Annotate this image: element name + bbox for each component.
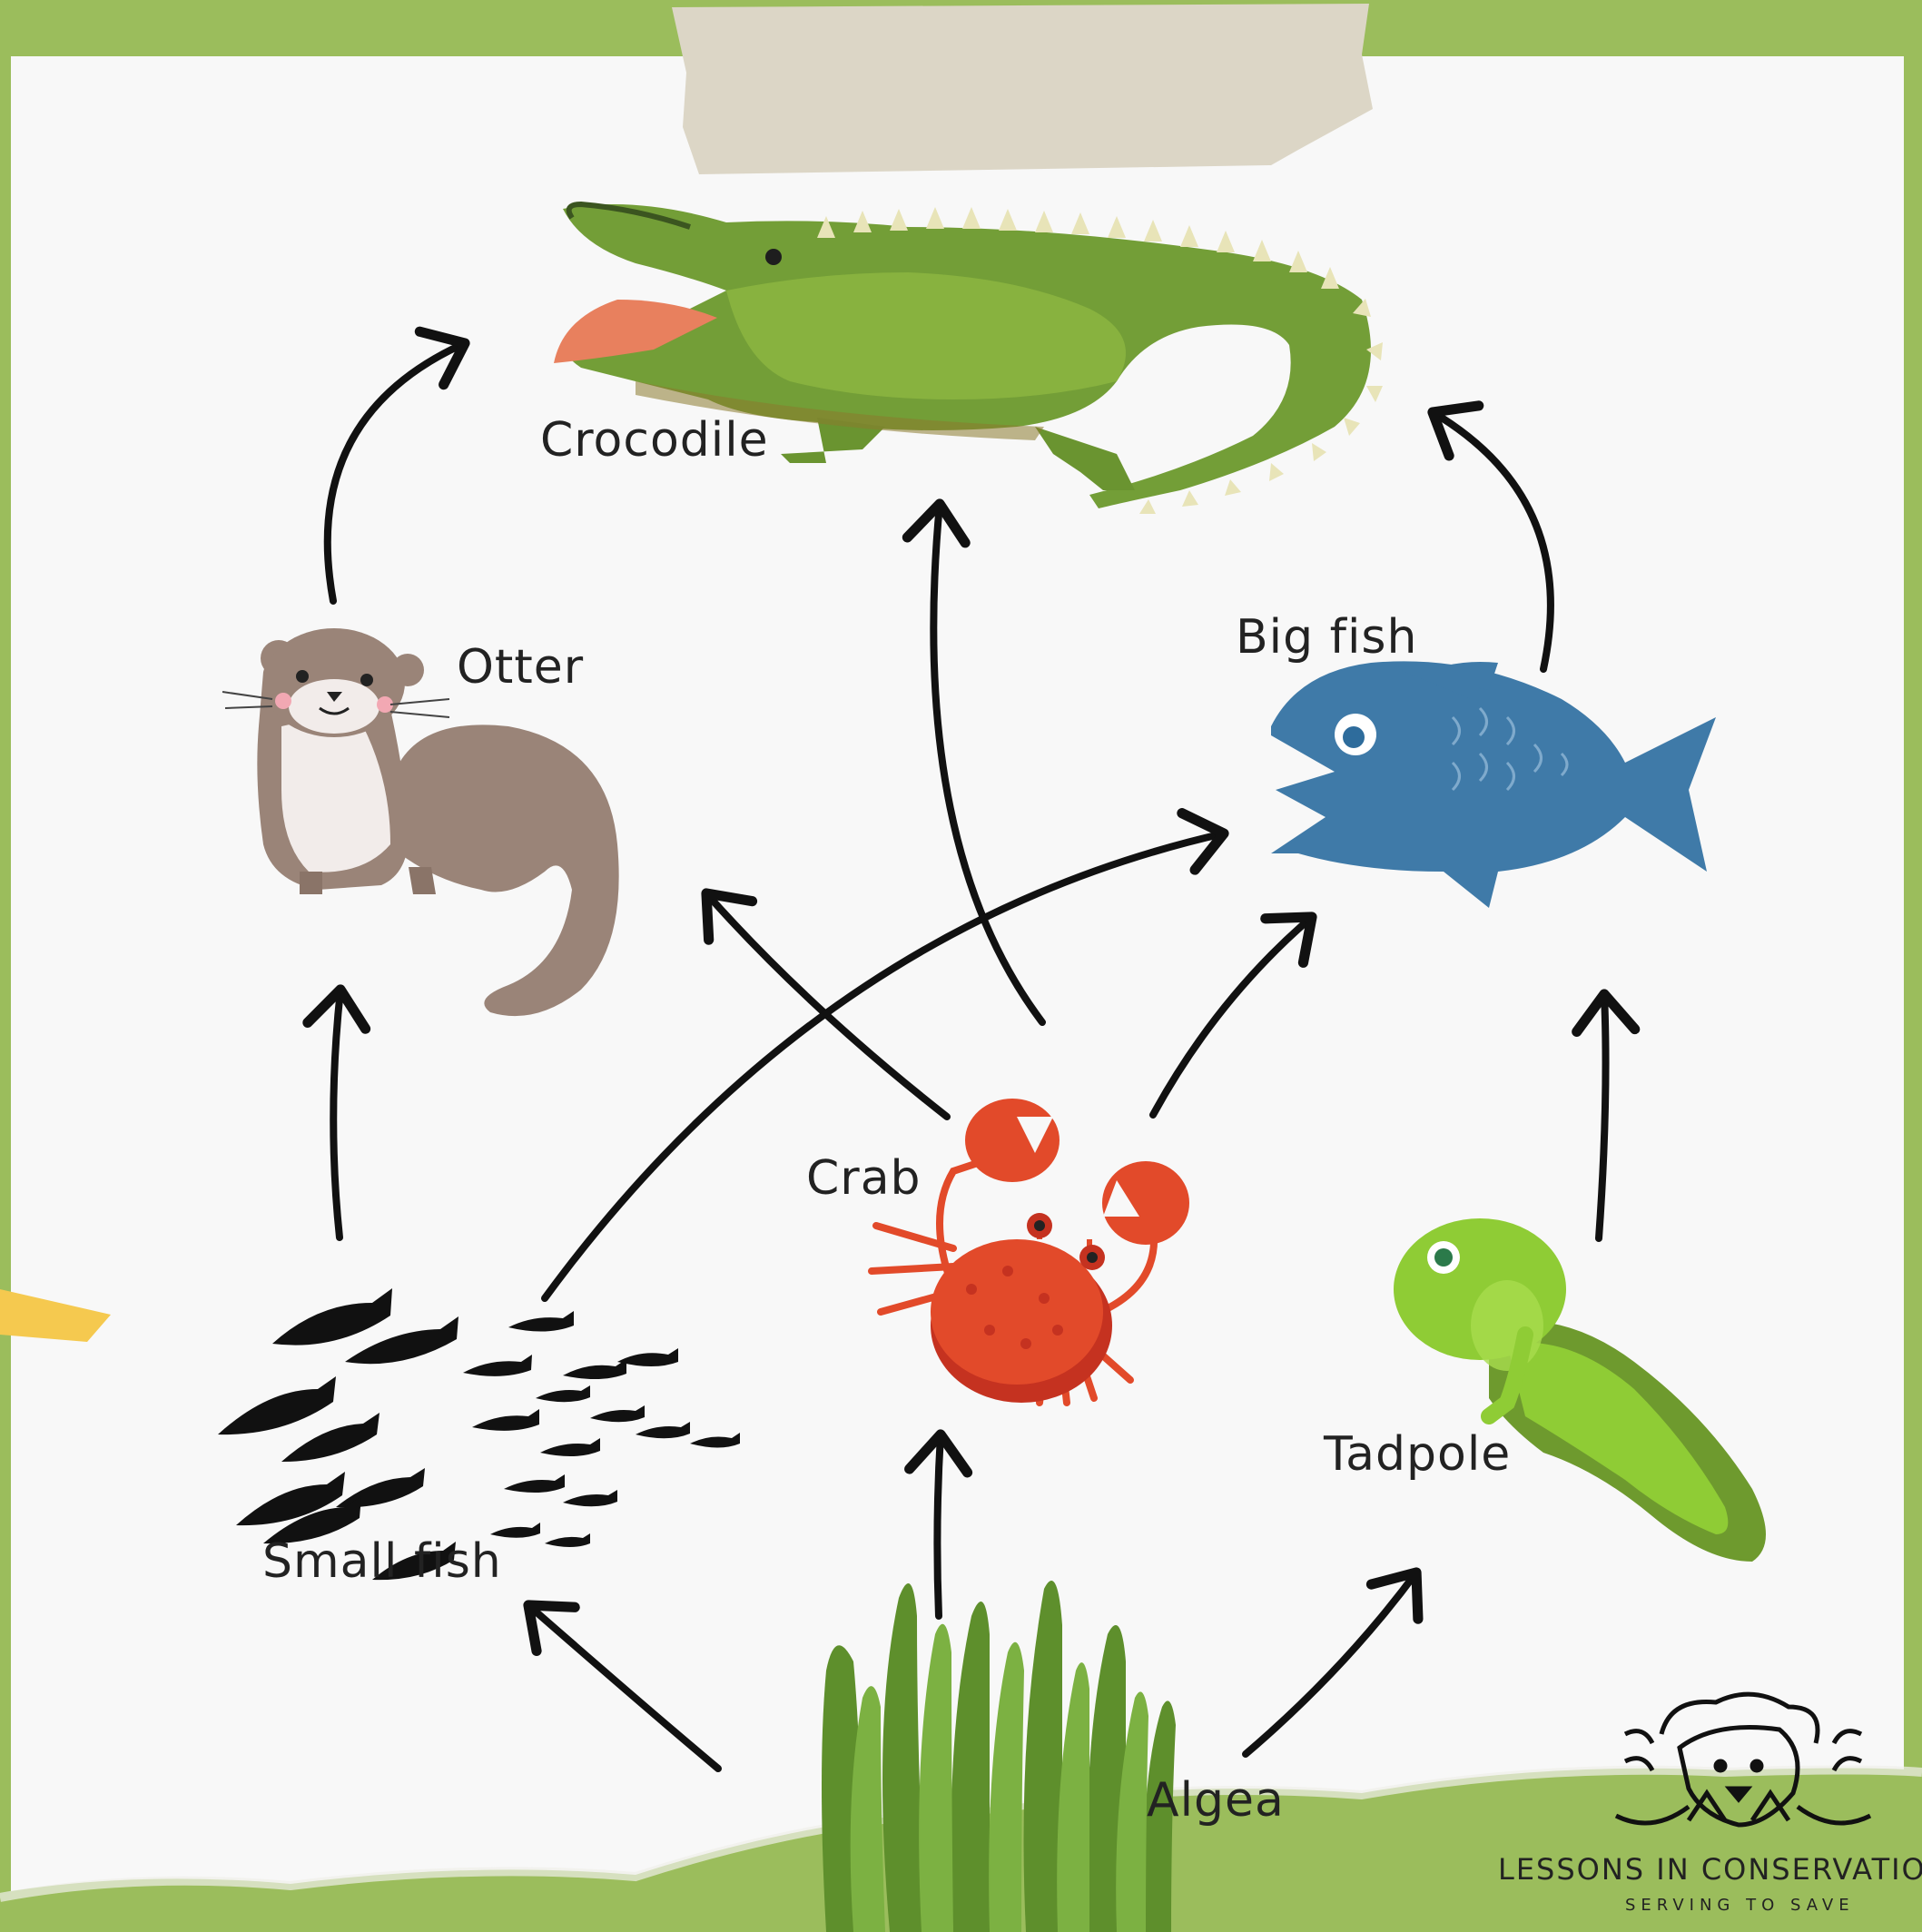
label-tadpole: Tadpole [1324,1427,1511,1482]
brand-name: LESSONS IN CONSERVATIO [1498,1852,1922,1887]
tape-strip [672,4,1373,174]
brand-tagline: SERVING TO SAVE [1625,1896,1855,1915]
label-crab: Crab [806,1151,922,1206]
label-big-fish: Big fish [1236,610,1417,665]
label-algea: Algea [1147,1773,1285,1828]
label-otter: Otter [457,640,584,695]
label-crocodile: Crocodile [540,413,769,468]
label-small-fish: Small fish [262,1534,502,1589]
arrow-algea-to-crab [937,1434,941,1616]
